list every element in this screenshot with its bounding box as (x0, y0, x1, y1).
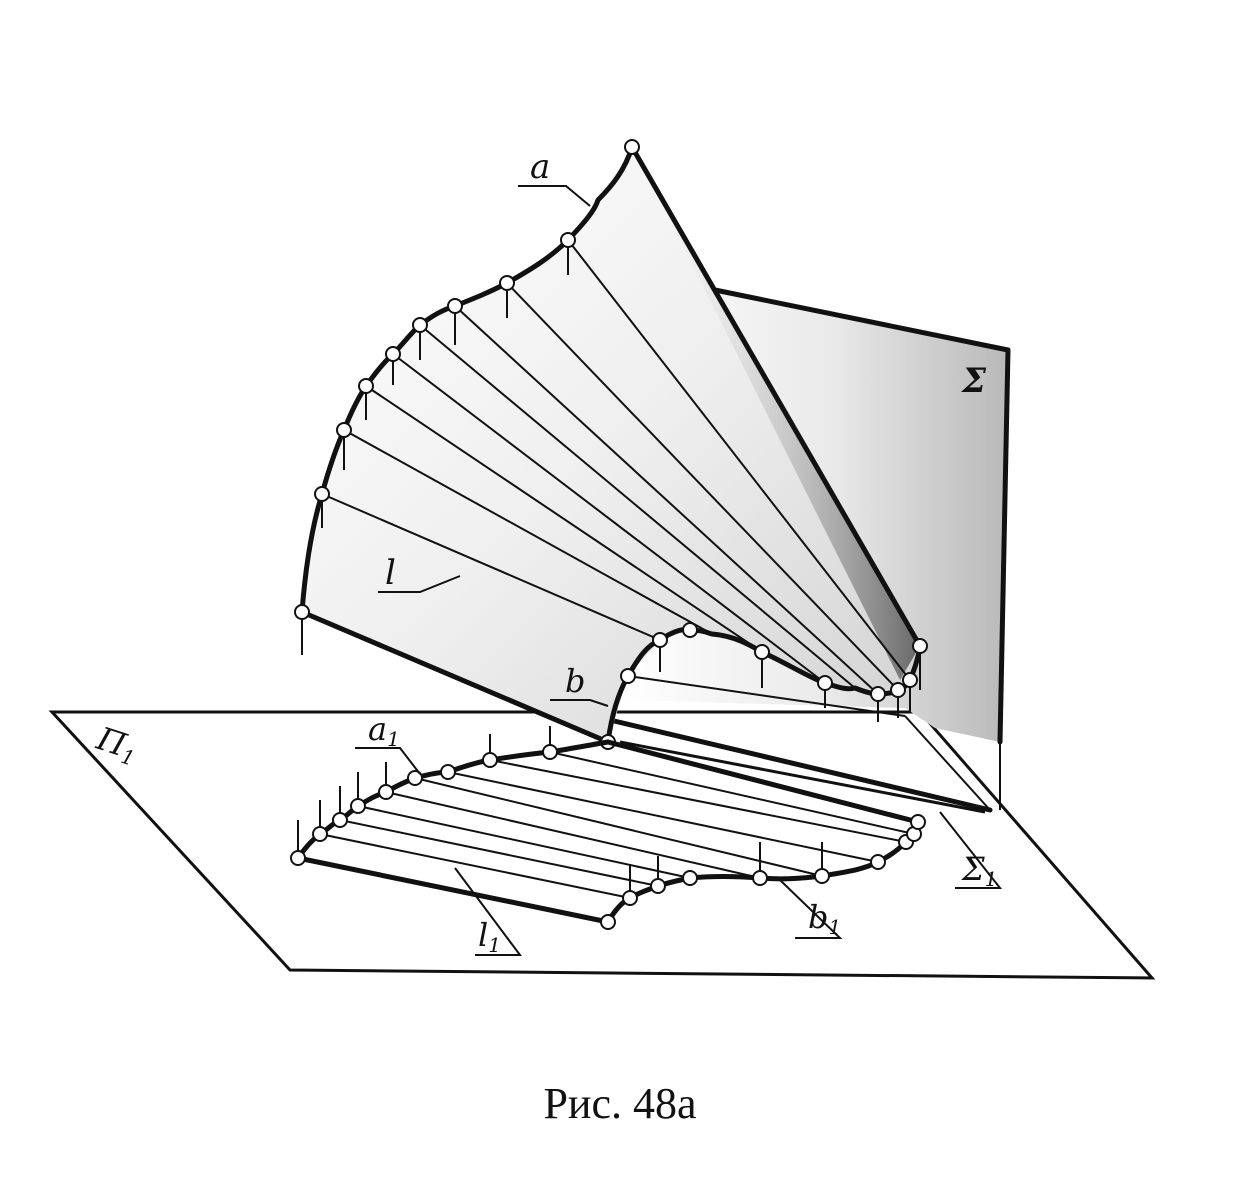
plane-pi1 (48, 710, 1156, 980)
label-l: l (385, 553, 396, 593)
label-b1: b1 (808, 898, 841, 939)
label-a: a (530, 147, 550, 187)
figure-caption: Рис. 48а (543, 1079, 697, 1128)
surface-shade (632, 147, 920, 680)
points-curve-b (600, 622, 928, 750)
label-sigma: Σ (960, 361, 987, 401)
label-sigma1: Σ1 (961, 850, 997, 891)
sigma-trace (607, 717, 993, 813)
points-curve-a1 (290, 744, 558, 866)
sigma-trace-edge-2 (619, 740, 986, 814)
generators-l1 (295, 739, 921, 925)
label-a1: a1 (368, 710, 400, 751)
generators-l (299, 144, 923, 745)
points-curve-b1 (600, 814, 926, 930)
curve-b-chord (627, 675, 906, 717)
sigma-trace-edge (904, 715, 991, 811)
ruled-surface (302, 147, 920, 742)
points-curve-a (294, 139, 640, 620)
curve-a1 (295, 739, 611, 861)
label-leaders (355, 185, 1003, 956)
label-b: b (565, 662, 585, 700)
label-l1: l1 (478, 916, 501, 957)
plane-sigma-edge (712, 287, 1011, 745)
